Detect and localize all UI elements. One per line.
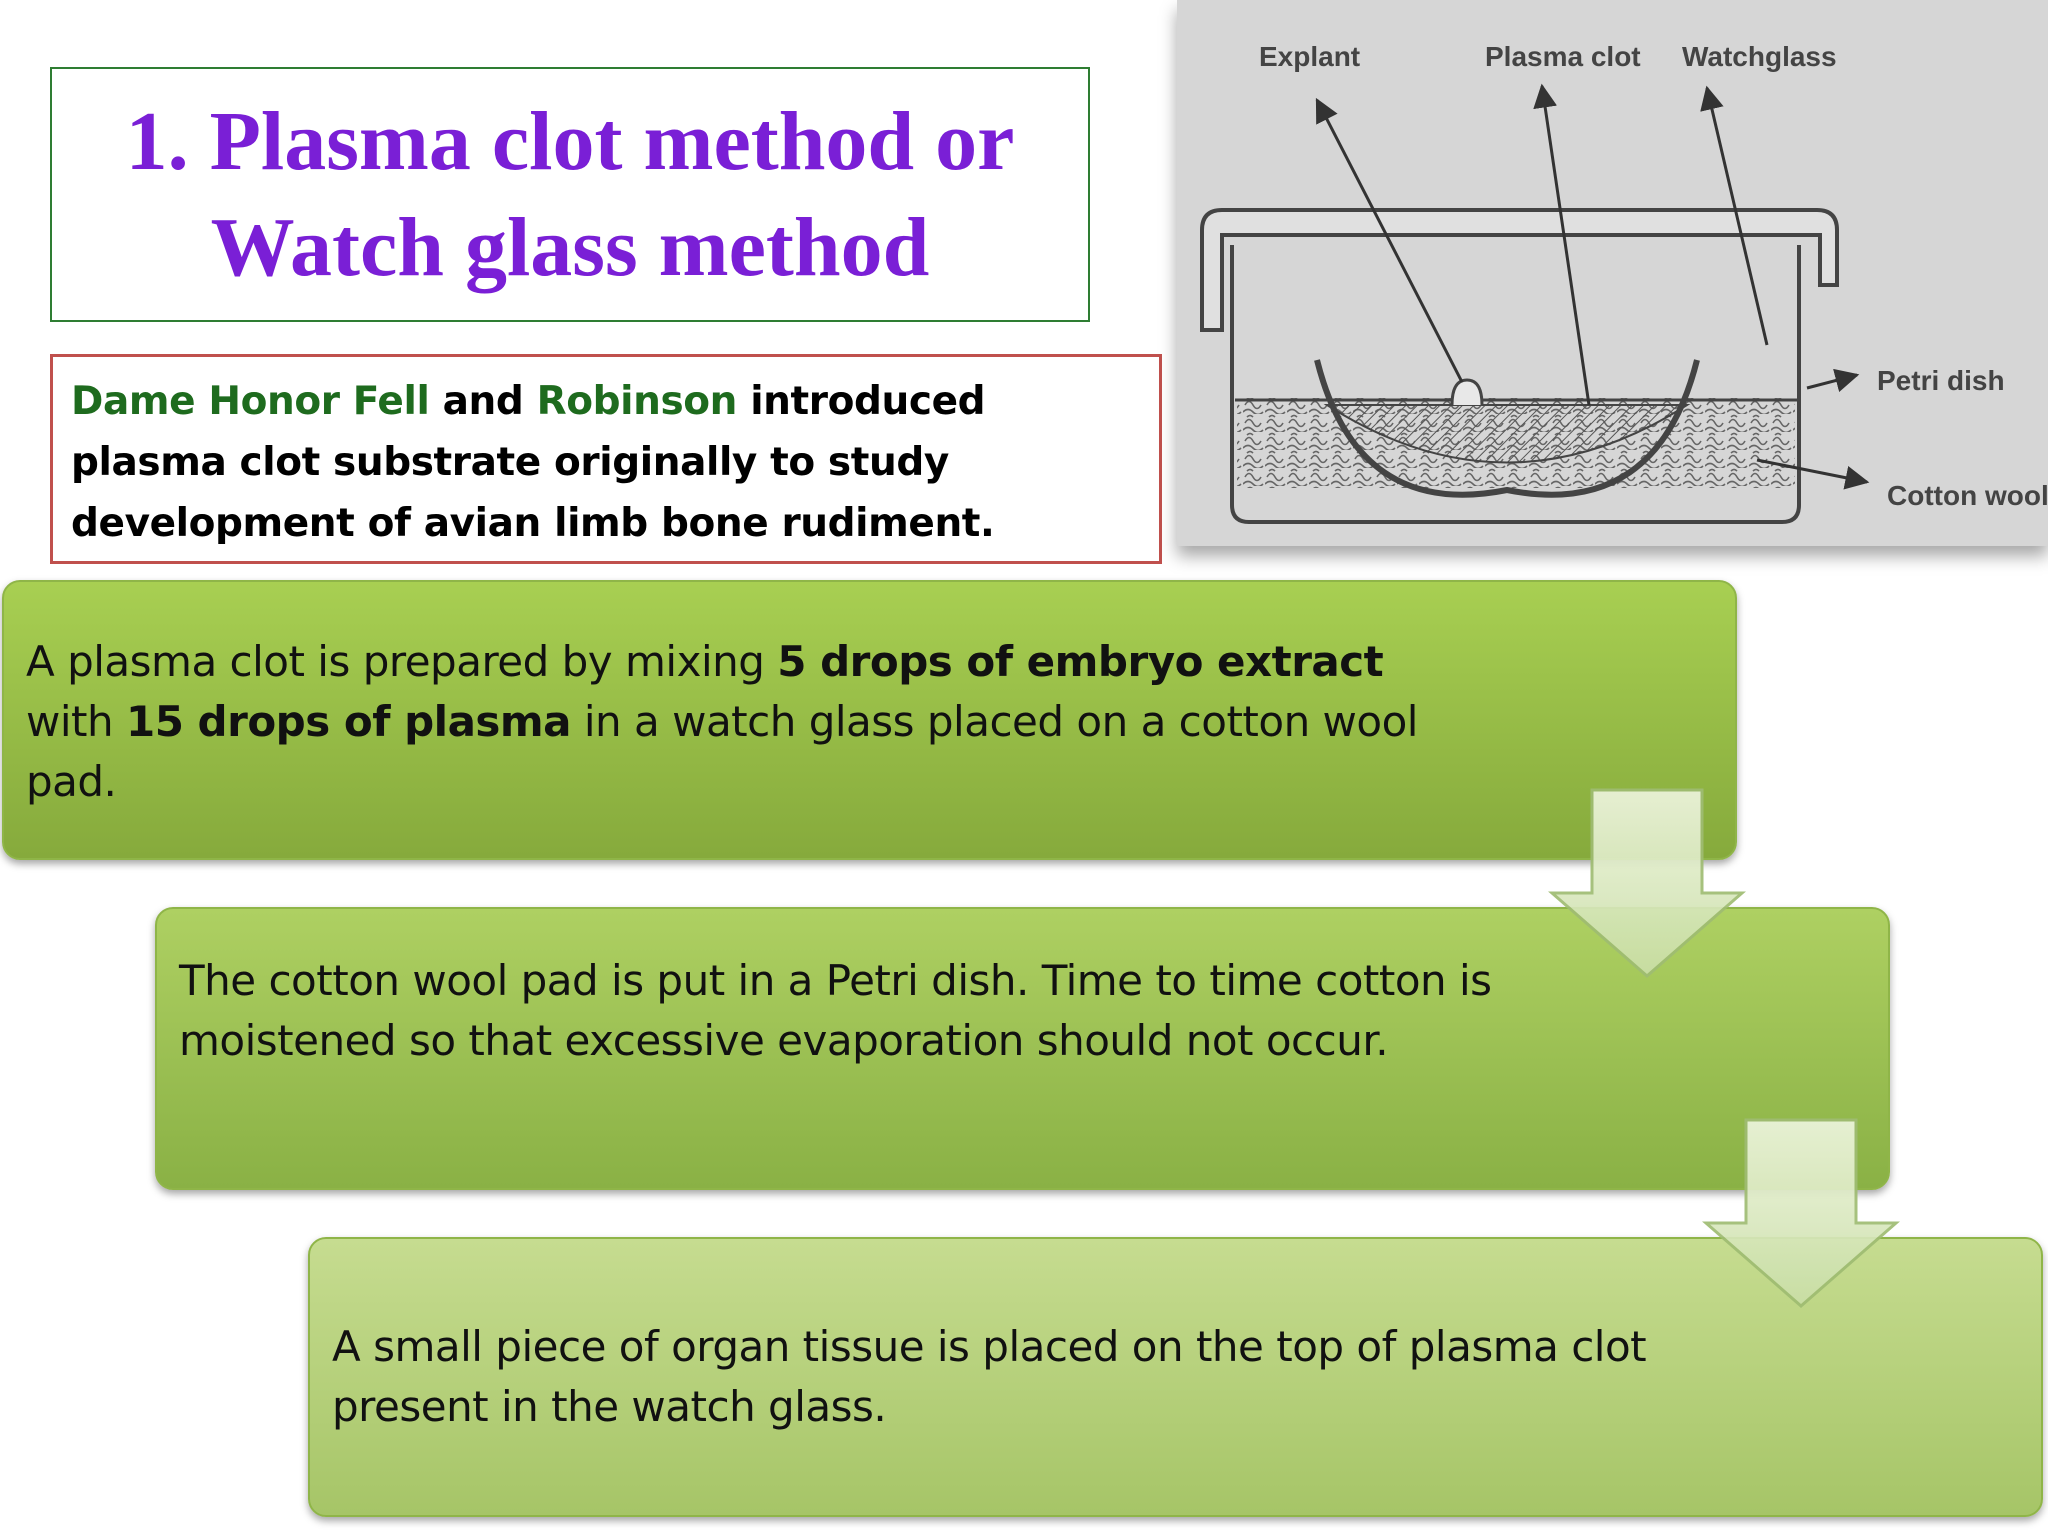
name-robinson: Robinson xyxy=(536,379,738,424)
step-3-box: A small piece of organ tissue is placed … xyxy=(308,1237,2043,1517)
step-1-text-c: in a watch glass placed on a cotton wool… xyxy=(26,697,1418,806)
down-arrow-2-icon xyxy=(1702,1118,1900,1308)
petri-dish-lid xyxy=(1200,208,1839,332)
label-petri-dish: Petri dish xyxy=(1877,365,2005,396)
step-1-bold-embryo: 5 drops of embryo extract xyxy=(777,637,1384,686)
watch-glass xyxy=(1314,359,1700,498)
step-1-text-b: with xyxy=(26,697,126,746)
intro-rest: introduced plasma clot substrate origina… xyxy=(71,379,995,546)
step-1-text: A plasma clot is prepared by mixing 5 dr… xyxy=(26,632,1466,812)
label-plasma-clot: Plasma clot xyxy=(1485,41,1641,72)
intro-and: and xyxy=(429,379,537,424)
intro-text: Dame Honor Fell and Robinson introduced … xyxy=(71,371,1141,554)
intro-box: Dame Honor Fell and Robinson introduced … xyxy=(50,354,1162,564)
down-arrow-1-icon xyxy=(1548,788,1746,978)
watch-glass-diagram: Explant Plasma clot Watchglass Petri dis… xyxy=(1177,0,2048,546)
step-2-box: The cotton wool pad is put in a Petri di… xyxy=(155,907,1890,1190)
title-box: 1. Plasma clot method or Watch glass met… xyxy=(50,67,1090,322)
label-cotton-wool: Cotton wool xyxy=(1887,480,2048,511)
step-1-text-a: A plasma clot is prepared by mixing xyxy=(26,637,778,686)
title-line-1: 1. Plasma clot method or xyxy=(125,94,1015,188)
step-2-text: The cotton wool pad is put in a Petri di… xyxy=(179,956,1492,1065)
title-line-2: Watch glass method xyxy=(210,200,930,294)
plasma-clot xyxy=(1323,404,1691,464)
step-3-text: A small piece of organ tissue is placed … xyxy=(332,1322,1647,1431)
label-watchglass: Watchglass xyxy=(1682,41,1837,72)
label-explant: Explant xyxy=(1259,41,1360,72)
name-dame-honor-fell: Dame Honor Fell xyxy=(71,379,430,424)
step-1-bold-plasma: 15 drops of plasma xyxy=(125,697,572,746)
petri-dish-base xyxy=(1230,245,1801,524)
step-1-box: A plasma clot is prepared by mixing 5 dr… xyxy=(2,580,1737,860)
slide-title: 1. Plasma clot method or Watch glass met… xyxy=(126,89,1015,301)
explant xyxy=(1450,378,1484,406)
